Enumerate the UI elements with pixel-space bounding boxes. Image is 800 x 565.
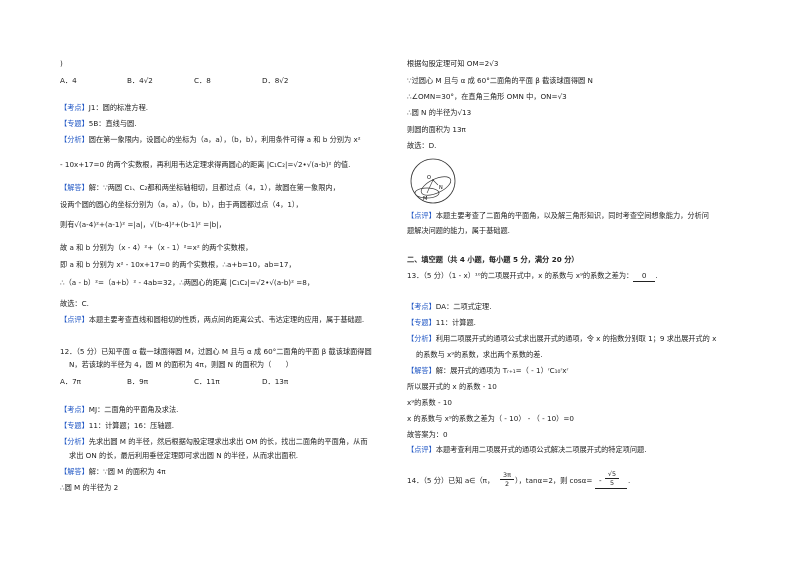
text-line: ），tanα=2，则 cosα= bbox=[515, 476, 593, 485]
text-line: ) bbox=[60, 59, 63, 68]
text: 本题主要考查了二面角的平面角，以及解三角形知识，同时考查空间想象能力，分析问 bbox=[435, 211, 709, 220]
dianping-row: 【点评】本题主要考查直线和圆相切的性质，两点间的距离公式、韦达定理的应用，属于基… bbox=[60, 315, 364, 325]
text-line: 的系数与 x⁹的系数，求出两个系数的差. bbox=[416, 350, 543, 359]
tag: 【解答】 bbox=[60, 183, 89, 192]
label-m: M bbox=[423, 196, 427, 202]
text-line: . bbox=[628, 476, 631, 485]
tag: 【专题】 bbox=[407, 318, 436, 327]
text: 利用二项展开式的通项公式求出展开式的通项，令 x 的指数分别取 1；9 求出展开… bbox=[435, 334, 717, 343]
section-heading: 二、填空题（共 4 小题，每小题 5 分，满分 20 分） bbox=[407, 255, 579, 264]
jieda-row: 【解答】解：∵圆 M 的面积为 4π bbox=[60, 467, 166, 477]
text-line: x⁹的系数 - 10 bbox=[407, 398, 453, 407]
text-line: 则圆的面积为 13π bbox=[407, 125, 466, 134]
tag: 【解答】 bbox=[407, 366, 436, 375]
tag: 【分析】 bbox=[407, 334, 436, 343]
option-b: B．4√2 bbox=[127, 76, 153, 85]
option-d: D．8√2 bbox=[262, 76, 289, 85]
option-d: D．13π bbox=[262, 377, 289, 386]
text: J1：圆的标准方程. bbox=[88, 103, 149, 112]
text-line: 故答案为：0 bbox=[407, 430, 448, 439]
tag: 【考点】 bbox=[60, 405, 89, 414]
question-14: 14．（5 分）已知 a∈（π， bbox=[407, 476, 495, 485]
fraction-3pi-2: 3π 2 bbox=[500, 471, 514, 488]
text-line: ∴（a - b）²=（a+b）² - 4ab=32，∴两圆心的距离 |C₁C₂|… bbox=[60, 278, 315, 287]
zhuanti-row: 【专题】5B：直线与圆. bbox=[60, 119, 137, 129]
text: 解：∵圆 M 的面积为 4π bbox=[88, 467, 166, 476]
text-line: 故 a 和 b 分别为（x - 4）²+（x - 1）²=x² 的两个实数根， bbox=[60, 243, 253, 252]
text: 本题考查利用二项展开式的通项公式解决二项展开式的特定项问题. bbox=[435, 445, 647, 454]
text-line: ∴∠OMN=30°，在直角三角形 OMN 中，ON=√3 bbox=[407, 92, 567, 101]
question-12: 12．（5 分）已知平面 α 截一球面得圆 M，过圆心 M 且与 α 成 60°… bbox=[60, 347, 372, 356]
label-o: O bbox=[427, 175, 431, 181]
tag: 【点评】 bbox=[407, 445, 436, 454]
fenxi-row: 【分析】先求出圆 M 的半径，然后根据勾股定理求出求出 OM 的长，找出二面角的… bbox=[60, 437, 368, 447]
text: 5B：直线与圆. bbox=[88, 119, 137, 128]
option-c: C．11π bbox=[194, 377, 220, 386]
text-line: 所以展开式的 x 的系数 - 10 bbox=[407, 382, 497, 391]
text-line: ∴圆 N 的半径为√13 bbox=[407, 108, 472, 117]
text: 11：计算题；16：压轴题. bbox=[88, 421, 175, 430]
question-13: 13．（5 分）（1 - x）¹⁰的二项展开式中，x 的系数与 x⁹的系数之差为… bbox=[407, 271, 658, 282]
tag: 【点评】 bbox=[60, 315, 89, 324]
tag: 【解答】 bbox=[60, 467, 89, 476]
denominator: 5 bbox=[609, 479, 615, 487]
answer-blank: 0 bbox=[633, 271, 656, 282]
tag: 【考点】 bbox=[60, 103, 89, 112]
answer-fraction: √5 5 bbox=[605, 470, 619, 487]
text-line: 根据勾股定理可知 OM=2√3 bbox=[407, 59, 499, 68]
text: 本题主要考查直线和圆相切的性质，两点间的距离公式、韦达定理的应用，属于基础题. bbox=[88, 315, 365, 324]
text-line: 则有√(a-4)²+(a-1)² =|a|，√(b-4)²+(b-1)² =|b… bbox=[60, 220, 226, 229]
kaodian-row: 【考点】MJ：二面角的平面角及求法. bbox=[60, 405, 178, 415]
option-b: B．9π bbox=[127, 377, 149, 386]
jieda-row: 【解答】解：展开式的通项为 Tᵣ₊₁=（ - 1）ʳC₁₀ʳxʳ bbox=[407, 366, 568, 376]
denominator: 2 bbox=[504, 480, 510, 488]
tag: 【分析】 bbox=[60, 437, 89, 446]
dianping-row: 【点评】本题主要考查了二面角的平面角，以及解三角形知识，同时考查空间想象能力，分… bbox=[407, 211, 709, 221]
tag: 【点评】 bbox=[407, 211, 436, 220]
text: DA：二项式定理. bbox=[435, 302, 492, 311]
tag: 【专题】 bbox=[60, 421, 89, 430]
text-line: 即 a 和 b 分别为 x² - 10x+17=0 的两个实数根，∴a+b=10… bbox=[60, 260, 296, 269]
zhuanti-row: 【专题】11：计算题. bbox=[407, 318, 476, 328]
zhuanti-row: 【专题】11：计算题；16：压轴题. bbox=[60, 421, 174, 431]
answer-underline bbox=[595, 488, 627, 489]
tag: 【考点】 bbox=[407, 302, 436, 311]
text-line: 故选：C. bbox=[60, 299, 89, 308]
text-line: ∵过圆心 M 且与 α 成 60°二面角的平面 β 截该球面得圆 N bbox=[407, 76, 593, 85]
text-line: x 的系数与 x⁹的系数之差为（ - 10） - （ - 10）=0 bbox=[407, 414, 574, 423]
option-c: C．8 bbox=[194, 76, 211, 85]
text: 11：计算题. bbox=[435, 318, 476, 327]
text: 13．（5 分）（1 - x）¹⁰的二项展开式中，x 的系数与 x⁹的系数之差为… bbox=[407, 271, 634, 280]
text: 解：展开式的通项为 Tᵣ₊₁=（ - 1）ʳC₁₀ʳxʳ bbox=[435, 366, 569, 375]
kaodian-row: 【考点】J1：圆的标准方程. bbox=[60, 103, 148, 113]
dianping-row: 【点评】本题考查利用二项展开式的通项公式解决二项展开式的特定项问题. bbox=[407, 445, 647, 455]
text-line: 题解决问题的能力，属于基础题. bbox=[407, 226, 510, 235]
label-n: N bbox=[439, 185, 443, 191]
text: MJ：二面角的平面角及求法. bbox=[88, 405, 179, 414]
text-line: ∴圆 M 的半径为 2 bbox=[60, 483, 119, 492]
answer-sign: - bbox=[599, 476, 602, 485]
kaodian-row: 【考点】DA：二项式定理. bbox=[407, 302, 492, 312]
tag: 【专题】 bbox=[60, 119, 89, 128]
option-a: A．4 bbox=[60, 76, 77, 85]
text: 圆在第一象限内，设圆心的坐标为（a，a），（b，b），利用条件可得 a 和 b … bbox=[88, 135, 361, 144]
numerator: 3π bbox=[500, 471, 514, 480]
text: 解：∵两圆 C₁、C₂都和两坐标轴相切，且都过点（4，1），故圆在第一象限内， bbox=[88, 183, 340, 192]
text-line: 故选：D. bbox=[407, 141, 437, 150]
text-line: 设两个圆的圆心的坐标分别为（a，a），（b，b），由于两圆都过点（4，1）， bbox=[60, 200, 303, 209]
fenxi-row: 【分析】利用二项展开式的通项公式求出展开式的通项，令 x 的指数分别取 1；9 … bbox=[407, 334, 716, 344]
option-a: A．7π bbox=[60, 377, 82, 386]
text-line: - 10x+17=0 的两个实数根，再利用韦达定理求得两圆心的距离 |C₁C₂|… bbox=[60, 160, 351, 169]
text-line: N，若该球的半径为 4，圆 M 的面积为 4π，则圆 N 的面积为（ ） bbox=[69, 360, 293, 369]
sphere-figure: O M N bbox=[410, 158, 456, 204]
text-line: 求出 ON 的长，最后利用垂径定理即可求出圆 N 的半径，从而求出面积. bbox=[69, 451, 299, 460]
jieda-row: 【解答】解：∵两圆 C₁、C₂都和两坐标轴相切，且都过点（4，1），故圆在第一象… bbox=[60, 183, 340, 193]
numerator: √5 bbox=[605, 470, 619, 479]
tag: 【分析】 bbox=[60, 135, 89, 144]
text: 先求出圆 M 的半径，然后根据勾股定理求出求出 OM 的长，找出二面角的平面角，… bbox=[88, 437, 368, 446]
fenxi-row: 【分析】圆在第一象限内，设圆心的坐标为（a，a），（b，b），利用条件可得 a … bbox=[60, 135, 361, 145]
